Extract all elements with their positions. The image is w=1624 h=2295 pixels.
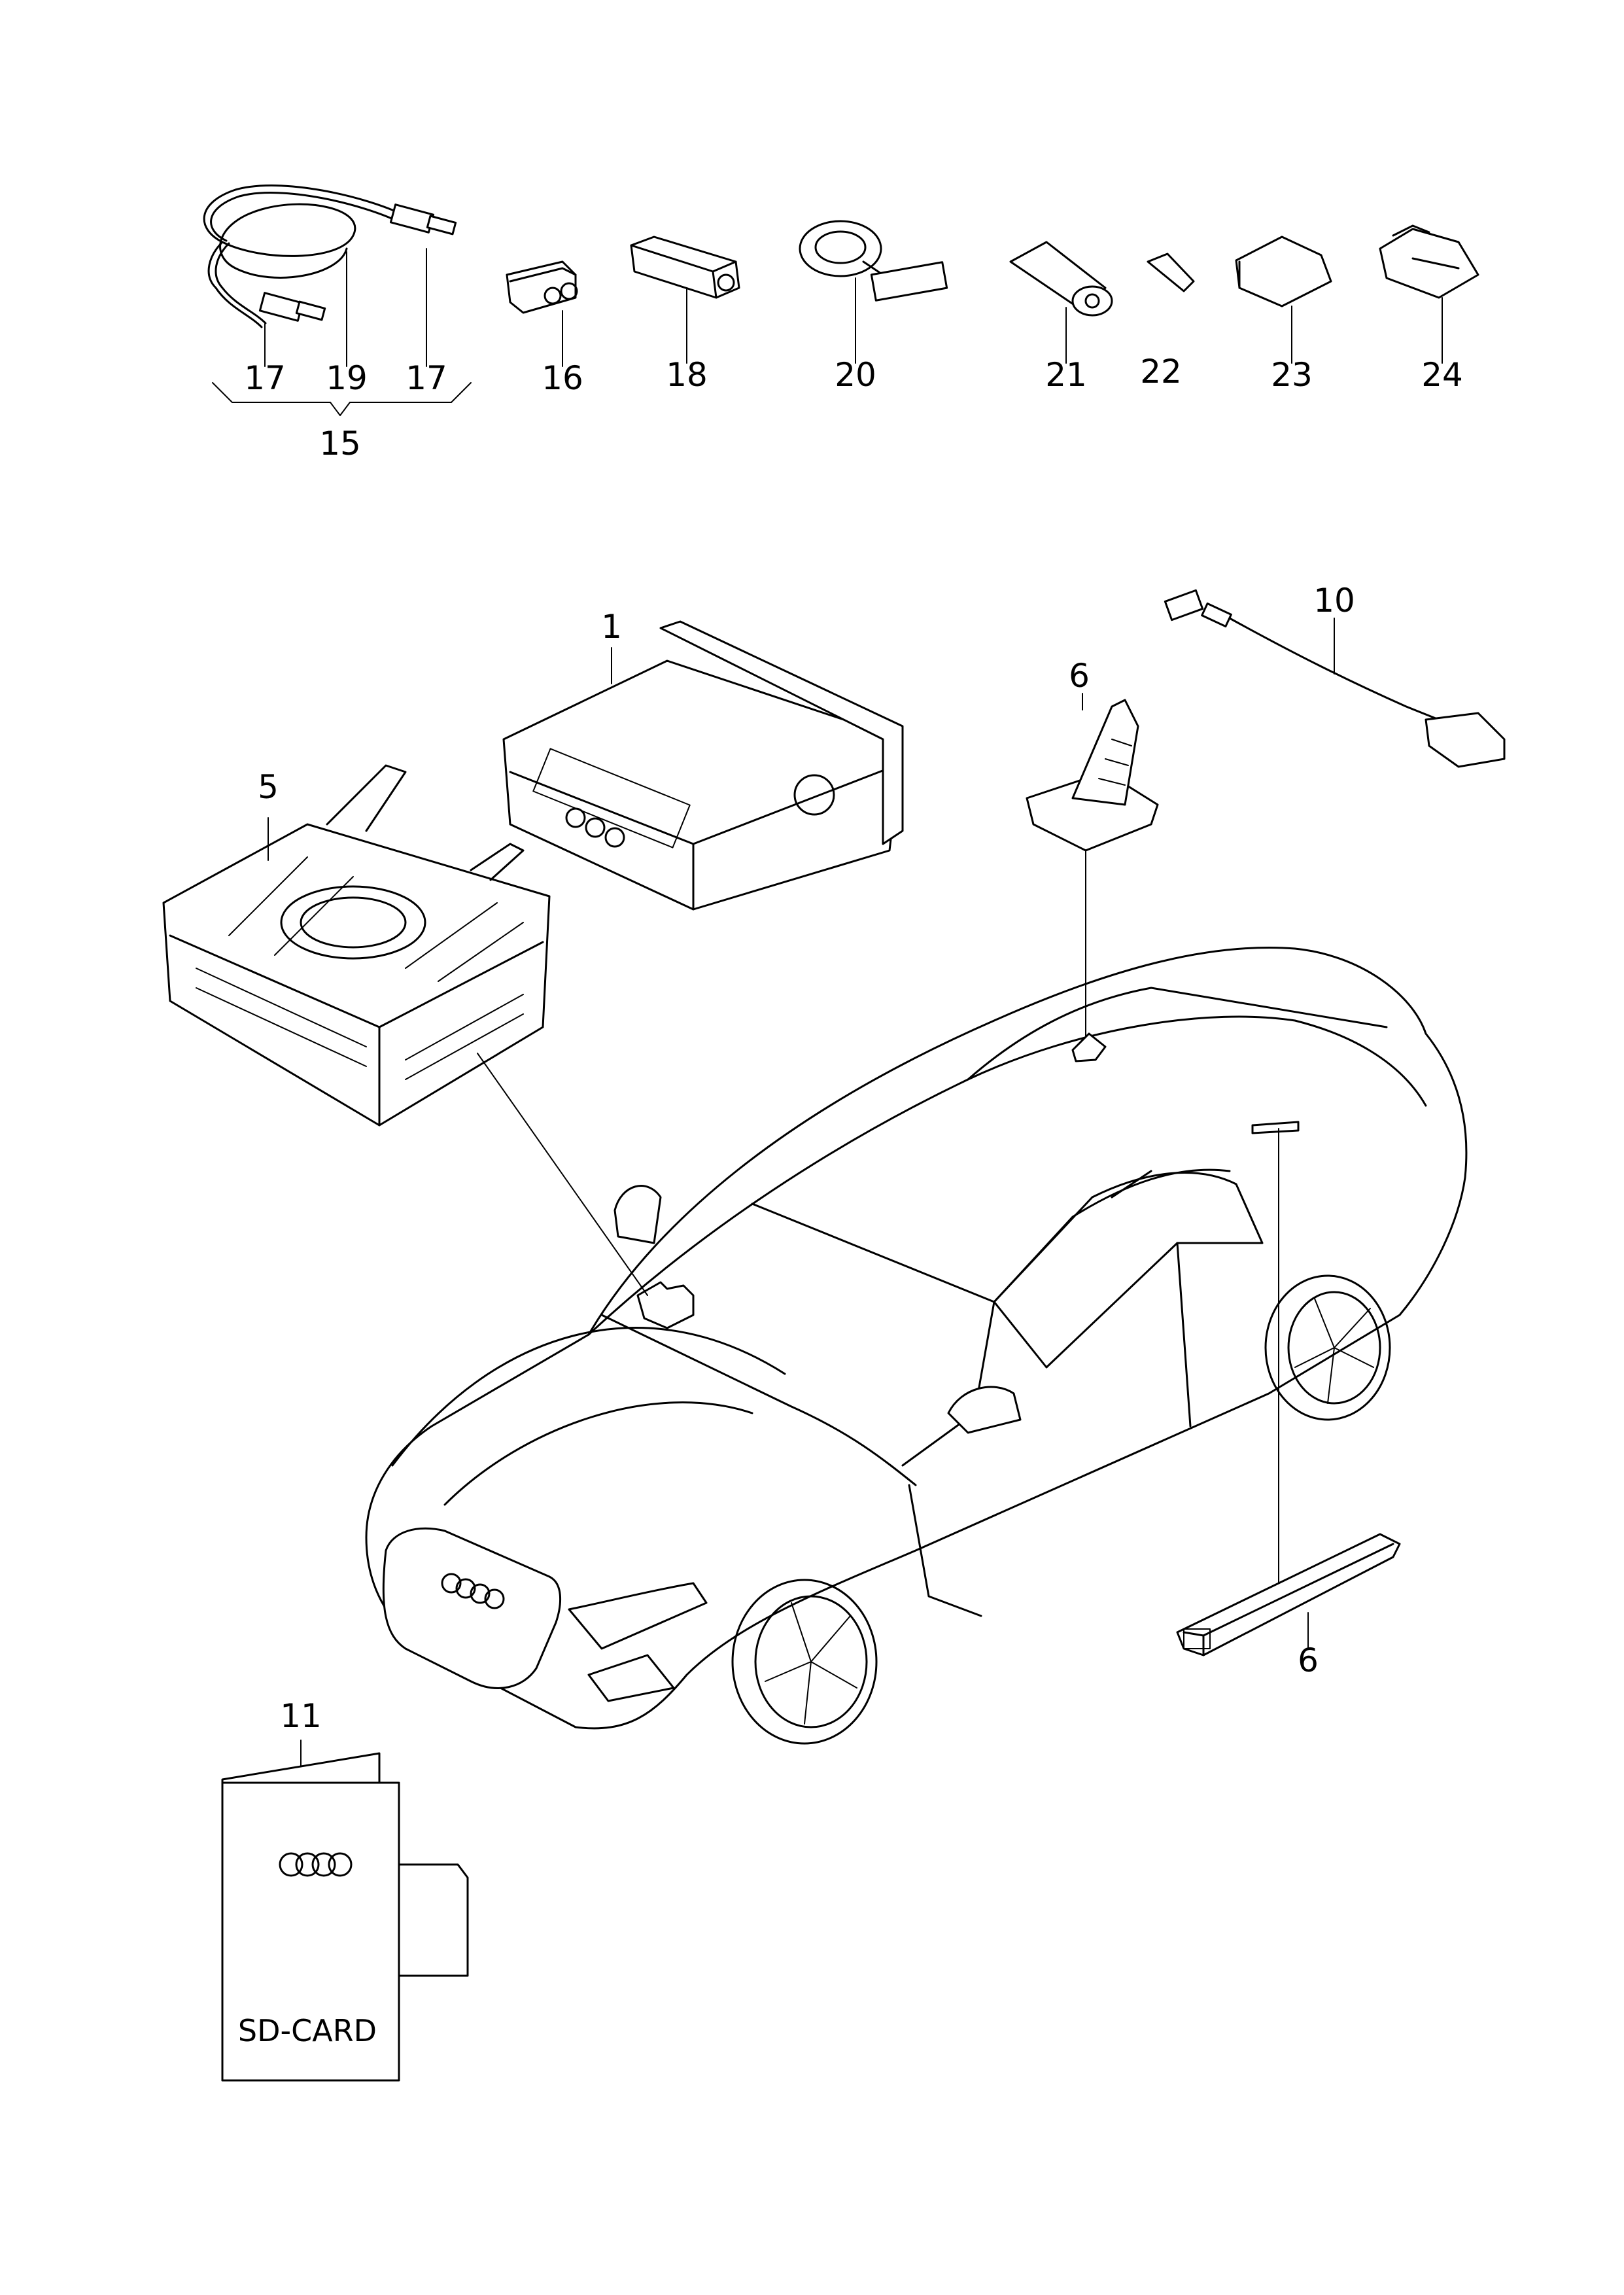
marker-module-location [1251, 1121, 1300, 1134]
label-10: 10 [1313, 582, 1355, 620]
label-16: 16 [542, 359, 583, 397]
label-19: 19 [326, 359, 368, 397]
connector-18 [630, 236, 740, 364]
roof-antenna-6 [1026, 693, 1159, 1038]
connector-housing-16 [506, 260, 578, 367]
label-22: 22 [1140, 353, 1182, 391]
pin-22 [1147, 253, 1195, 292]
label-18: 18 [666, 356, 708, 394]
leader-5-to-car [477, 1053, 648, 1296]
label-17-right: 17 [406, 359, 447, 397]
marker-radio-location [636, 1281, 695, 1329]
four-rings-logo [279, 1852, 353, 1877]
antenna-module-6 [1176, 1533, 1401, 1656]
connector-17-left [258, 292, 326, 322]
antenna-cable-10 [1164, 589, 1506, 768]
radio-unit-1 [502, 620, 904, 911]
coiled-cable-19 [203, 184, 457, 367]
label-1: 1 [601, 608, 622, 646]
mounting-frame-5 [162, 764, 551, 1127]
cap-23 [1235, 236, 1332, 364]
label-21: 21 [1045, 356, 1087, 394]
label-6-module: 6 [1298, 1641, 1319, 1679]
label-15: 15 [319, 425, 361, 463]
connector-17-right [389, 203, 457, 236]
label-23: 23 [1271, 356, 1313, 394]
car-illustration [365, 947, 1468, 1745]
label-5: 5 [258, 768, 279, 806]
label-20: 20 [835, 356, 876, 394]
sd-card-11 [221, 1740, 469, 2082]
insert-21 [1009, 241, 1113, 364]
brace-15 [212, 382, 472, 416]
ring-connector-20 [799, 220, 948, 364]
label-6-antenna: 6 [1069, 657, 1090, 695]
label-24: 24 [1421, 356, 1463, 394]
sd-card-text: SD-CARD [238, 2013, 377, 2048]
label-11: 11 [280, 1697, 322, 1735]
label-17-left: 17 [244, 359, 286, 397]
marker-antenna-location [1071, 1032, 1107, 1062]
clip-24 [1379, 224, 1479, 364]
